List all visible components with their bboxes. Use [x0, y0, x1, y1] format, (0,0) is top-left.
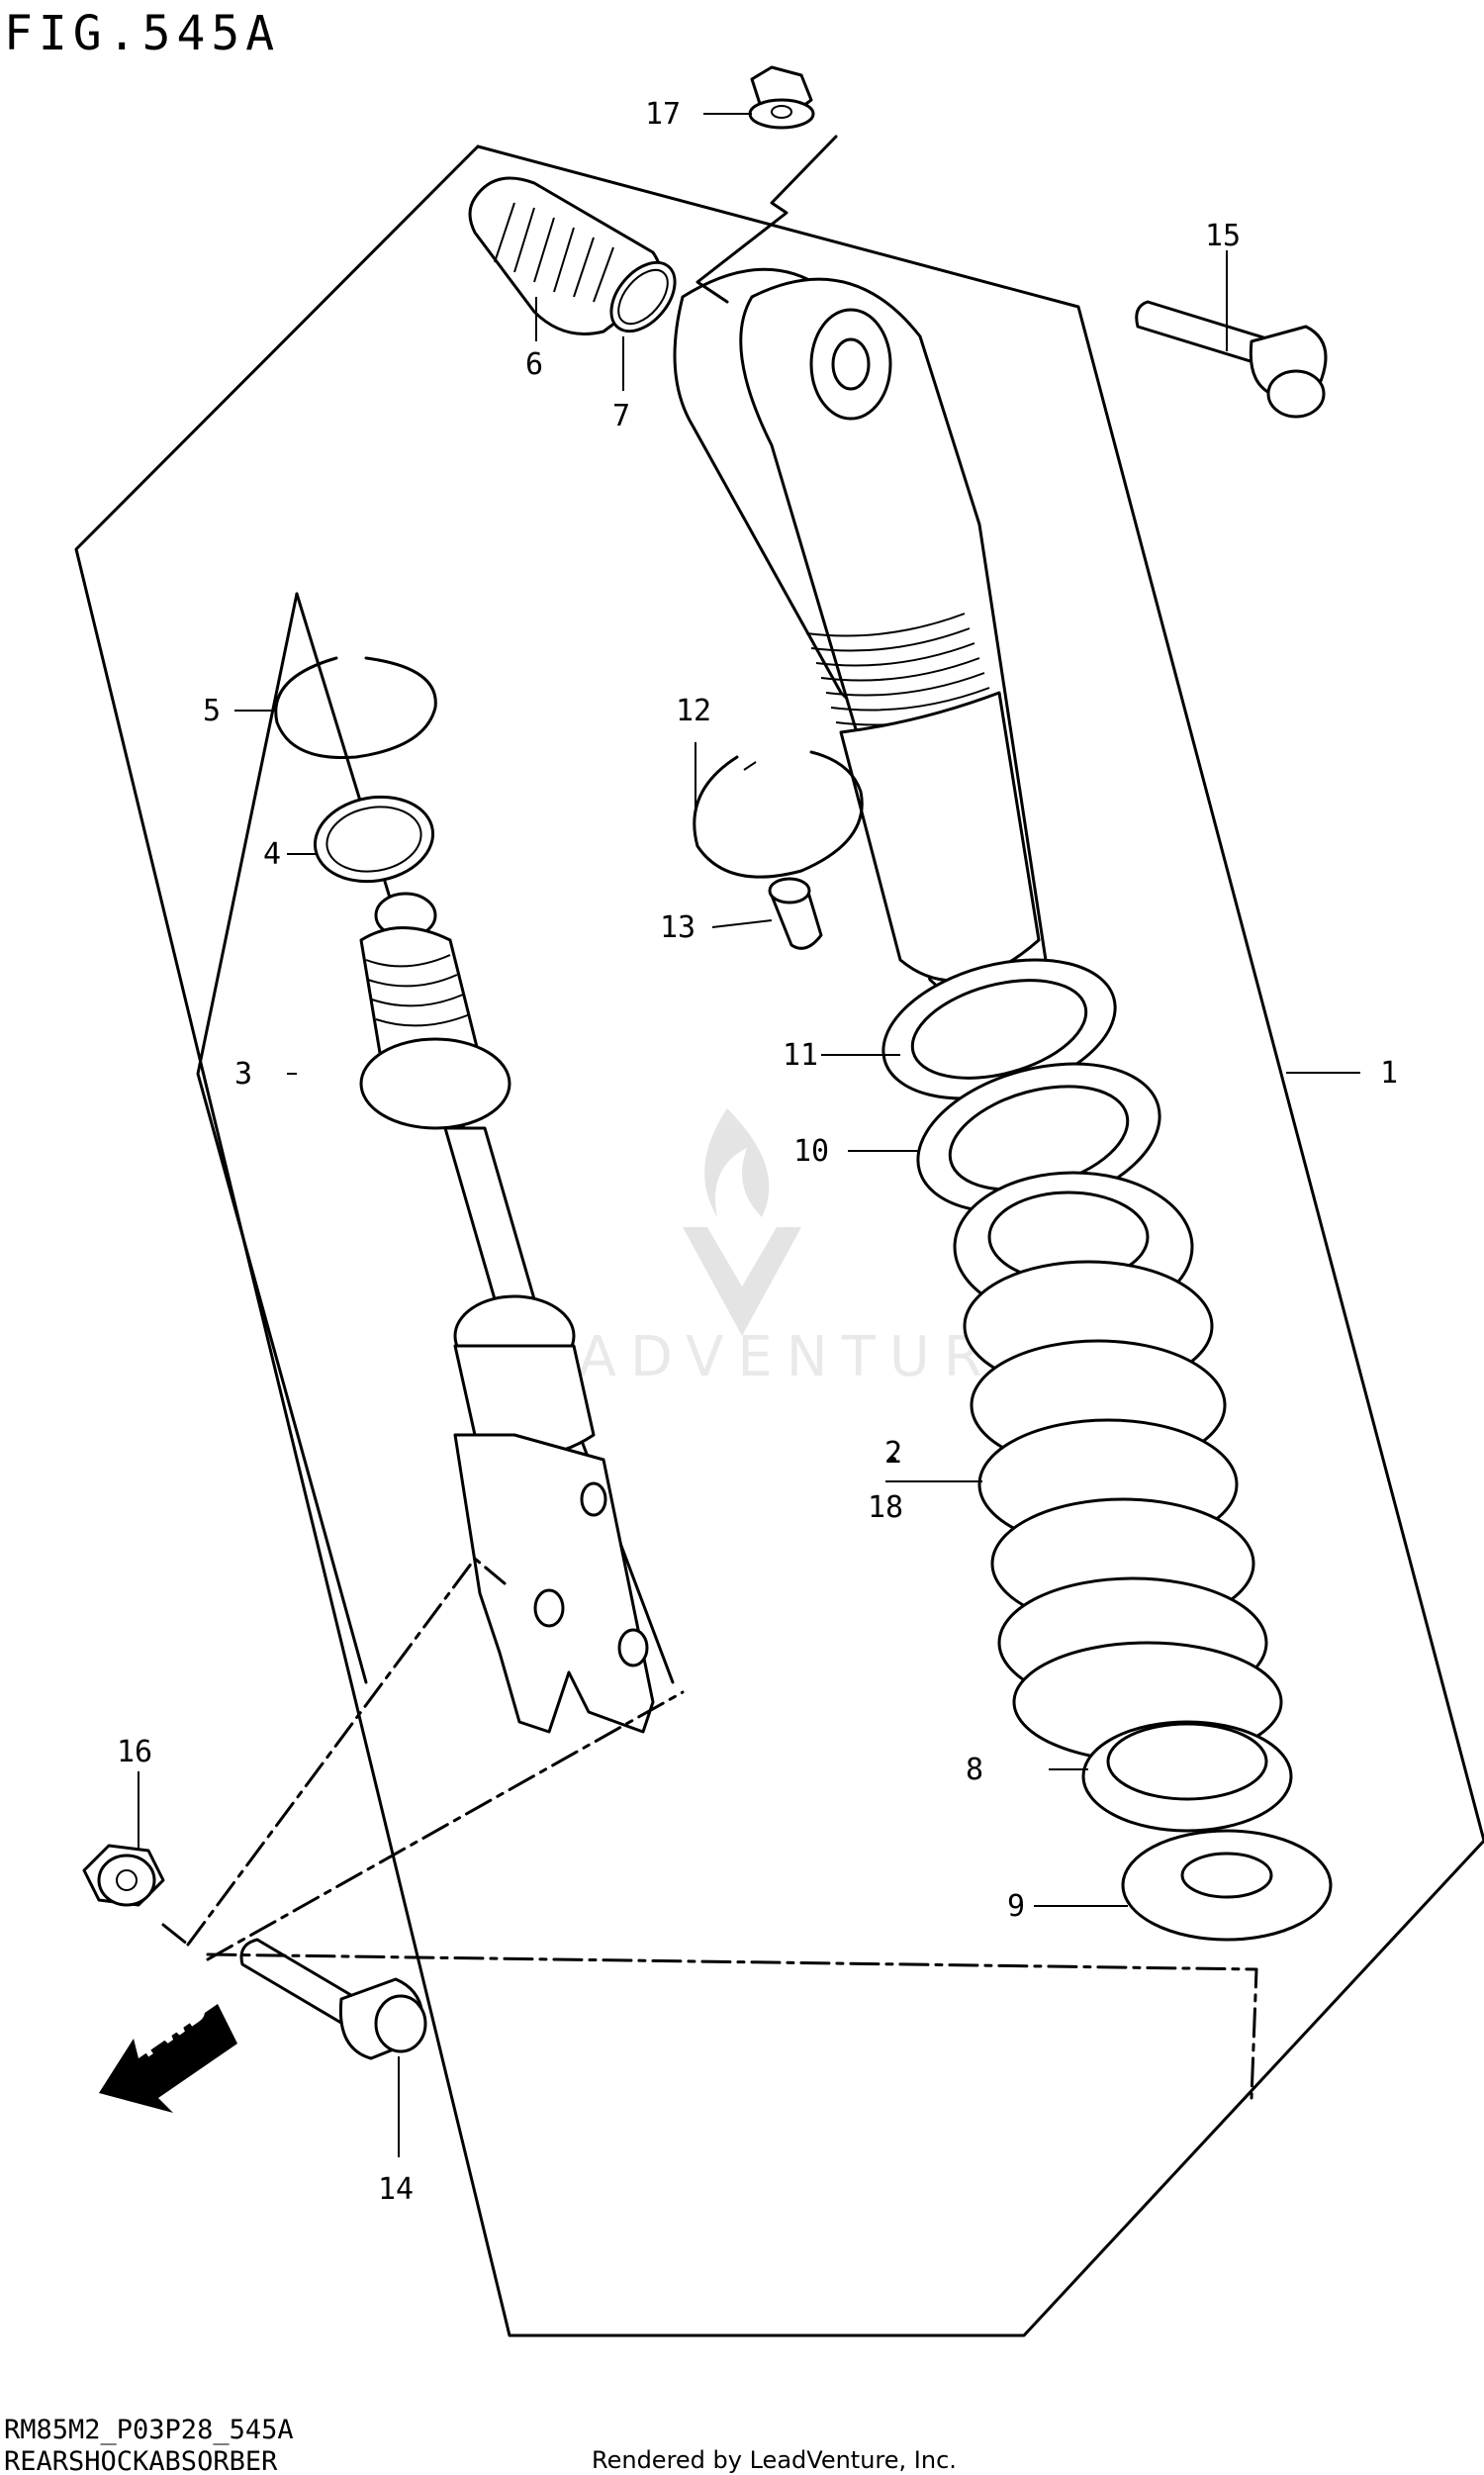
callout-5: 5 — [203, 694, 221, 728]
part-8-spring-guide — [1081, 1720, 1293, 1833]
part-5-circlip — [274, 656, 437, 760]
part-7-o-ring — [609, 260, 677, 333]
part-6-adjuster — [468, 176, 663, 335]
callout-10: 10 — [793, 1134, 829, 1169]
callout-9: 9 — [1007, 1889, 1025, 1924]
part-17-nut — [748, 65, 815, 130]
shock-body — [673, 267, 1051, 1003]
callout-16: 16 — [117, 1735, 152, 1769]
callout-1: 1 — [1380, 1056, 1398, 1091]
callout-dot — [890, 1457, 896, 1463]
callout-7: 7 — [612, 399, 630, 433]
figure-title: FIG.545A — [4, 6, 280, 61]
part-12-circlip — [693, 750, 864, 879]
leader-lines — [138, 113, 1360, 2157]
callout-13: 13 — [660, 910, 696, 945]
part-2-spring — [953, 1171, 1283, 1763]
callout-17: 17 — [645, 97, 681, 132]
rendered-by-credit: Rendered by LeadVenture, Inc. — [592, 2446, 957, 2474]
callout-11: 11 — [783, 1038, 818, 1073]
callout-3: 3 — [234, 1057, 252, 1092]
callout-12: 12 — [676, 694, 711, 728]
callout-6: 6 — [525, 347, 543, 382]
part-15-bolt — [1135, 300, 1328, 419]
callout-8: 8 — [966, 1753, 983, 1787]
diagram-code: RM85M2_P03P28_545A — [4, 2415, 294, 2445]
part-14-bolt — [239, 1938, 427, 2060]
fwd-direction-arrow: FWD — [99, 1992, 237, 2113]
assembly-outline — [74, 144, 1484, 2337]
callout-2: 2 — [884, 1436, 902, 1471]
connector-lines — [161, 1557, 1258, 2100]
part-13-valve-cap — [768, 877, 823, 950]
callout-4: 4 — [263, 837, 281, 872]
callout-18: 18 — [868, 1490, 903, 1525]
part-9-spring-seat — [1121, 1829, 1333, 1942]
section-title: REARSHOCKABSORBER — [4, 2446, 278, 2475]
callout-14: 14 — [378, 2172, 414, 2207]
part-3-damper-rod — [359, 892, 655, 1734]
callout-labels: 1 2 3 4 5 6 7 8 9 10 11 12 13 14 15 16 1… — [117, 97, 1398, 2207]
callout-15: 15 — [1205, 219, 1241, 253]
part-16-nut — [82, 1844, 165, 1907]
